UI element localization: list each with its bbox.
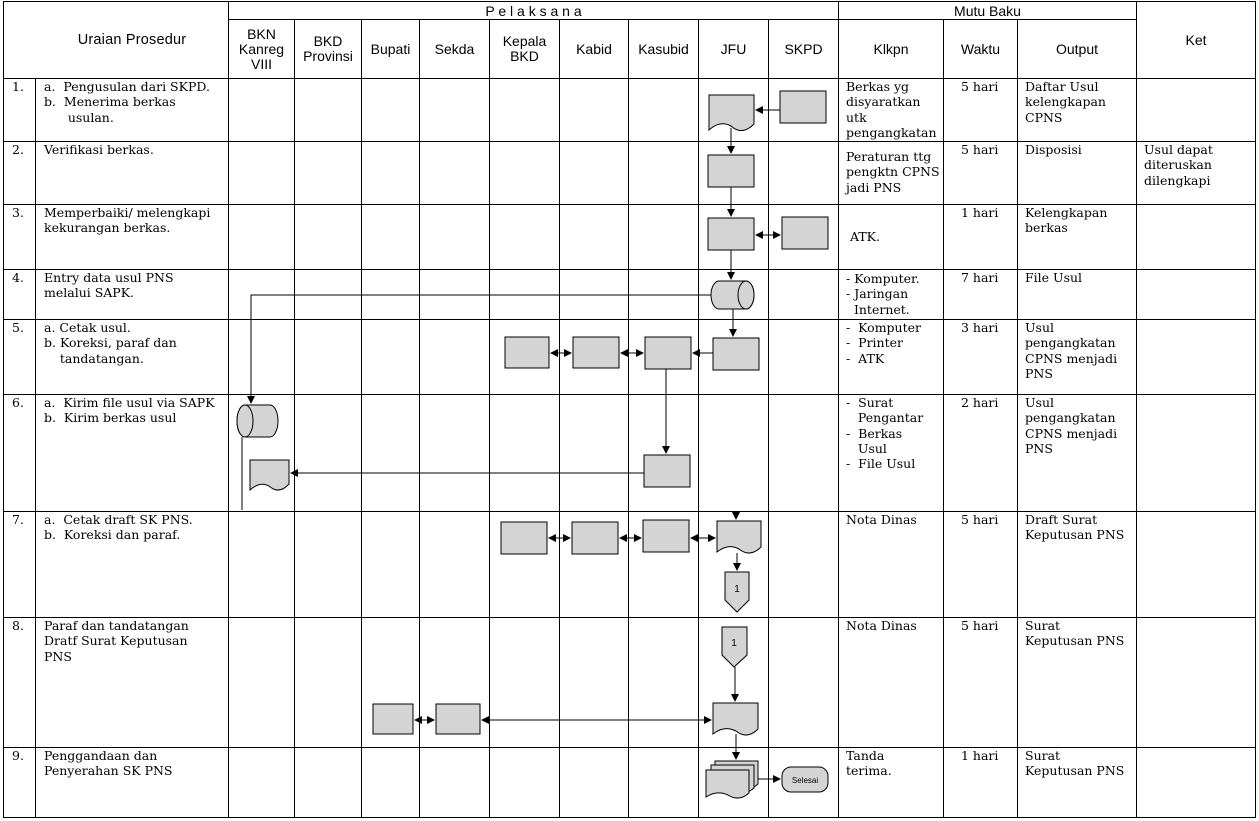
row-3-klkpn: ATK. [850,229,880,244]
document-shape [712,702,759,736]
row-2-ket: Usul dapat diteruskan dilengkapi [1144,142,1213,188]
process-box [707,154,755,188]
process-box [643,454,691,488]
process-box [781,216,829,250]
row-6-uraian: a. Kirim file usul via SAPK b. Kirim ber… [44,395,215,426]
header-col-kabid: Kabid [576,40,612,57]
process-box [435,703,481,735]
offpage-connector-label: 1 [731,638,737,649]
offpage-connector [724,571,750,613]
document-shape [708,94,755,132]
row-1-output: Daftar Usul kelengkapan CPNS [1025,79,1106,125]
row-2-uraian: Verifikasi berkas. [44,142,154,157]
row-3-uraian: Memperbaiki/ melengkapi kekurangan berka… [44,205,211,236]
header-pelaksana: P e l a k s a n a [485,2,582,19]
row-9-uraian: Penggandaan dan Penyerahan SK PNS [44,748,173,779]
row-8-klkpn: Nota Dinas [846,618,917,633]
header-col-bkd: BKD Provinsi [303,33,353,64]
header-col-jfu: JFU [720,40,747,57]
row-2-output: Disposisi [1025,142,1082,157]
process-box [642,519,690,553]
row-9-number: 9. [12,748,24,763]
header-col-sekda: Sekda [434,40,475,57]
document-shape [716,520,762,554]
row-3-number: 3. [12,205,24,220]
process-box [504,336,550,369]
row-5-number: 5. [12,320,24,335]
offpage-connector [721,626,748,668]
row-1-klkpn: Berkas yg disyaratkan utk pengangkatan [846,79,937,140]
row-3-output: Kelengkapan berkas [1025,205,1108,236]
process-box [500,521,548,555]
row-6-number: 6. [12,395,24,410]
header-col-kasubid: Kasubid [638,40,689,57]
row-4-waktu: 7 hari [961,270,999,285]
header-ket: Ket [1185,32,1207,48]
header-col-klkpn: Klkpn [873,40,909,57]
process-box [779,90,827,124]
header-col-kepala: Kepala BKD [502,33,547,64]
row-9-klkpn: Tanda terima. [846,748,892,779]
process-box [572,336,620,369]
header-col-bkn: BKN Kanreg VIII [238,25,285,72]
row-5-waktu: 3 hari [961,320,999,335]
row-9-output: Surat Keputusan PNS [1025,748,1125,779]
row-8-output: Surat Keputusan PNS [1025,618,1125,649]
row-5-output: Usul pengangkatan CPNS menjadi PNS [1025,320,1118,381]
terminator-shape [781,766,829,793]
row-1-number: 1. [12,79,24,94]
header-col-bupati: Bupati [370,40,411,57]
multi-document-shape [705,769,750,799]
row-8-number: 8. [12,618,24,633]
row-4-uraian: Entry data usul PNS melalui SAPK. [44,270,174,301]
row-2-waktu: 5 hari [961,142,999,157]
process-box [712,337,760,371]
row-1-uraian: a. Pengusulan dari SKPD. b. Menerima ber… [44,79,210,125]
row-8-waktu: 5 hari [961,618,999,633]
header-col-output: Output [1055,40,1099,57]
header-mutu-baku: Mutu Baku [954,2,1021,19]
process-box [372,703,414,735]
row-4-number: 4. [12,270,24,285]
row-6-klkpn: - Surat Pengantar - Berkas Usul - File U… [846,395,924,472]
row-1-waktu: 5 hari [961,79,999,94]
offpage-connector-label: 1 [734,584,740,595]
row-5-uraian: a. Cetak usul. b. Koreksi, paraf dan tan… [44,320,177,366]
row-7-klkpn: Nota Dinas [846,512,917,527]
header-col-skpd: SKPD [784,40,823,57]
row-6-output: Usul pengangkatan CPNS menjadi PNS [1025,395,1118,456]
terminator-label: Selesai [792,776,818,785]
row-5-klkpn: - Komputer - Printer - ATK [846,320,921,366]
row-3-waktu: 1 hari [961,205,999,220]
row-6-waktu: 2 hari [961,395,999,410]
document-shape [249,459,290,492]
row-4-output: File Usul [1025,270,1083,285]
header-uraian: Uraian Prosedur [77,32,187,48]
row-4-klkpn: - Komputer. - Jaringan Internet. [846,271,920,317]
row-7-number: 7. [12,512,24,527]
row-7-uraian: a. Cetak draft SK PNS. b. Koreksi dan pa… [44,512,193,543]
row-2-number: 2. [12,142,24,157]
row-2-klkpn: Peraturan ttg pengktn CPNS jadi PNS [846,149,940,195]
process-box [571,521,619,555]
header-col-waktu: Waktu [960,40,1001,57]
process-box [644,336,692,370]
row-7-output: Draft Surat Keputusan PNS [1025,512,1125,543]
row-9-waktu: 1 hari [961,748,999,763]
row-7-waktu: 5 hari [961,512,999,527]
process-box [707,217,755,251]
row-8-uraian: Paraf dan tandatangan Dratf Surat Keputu… [44,618,189,664]
